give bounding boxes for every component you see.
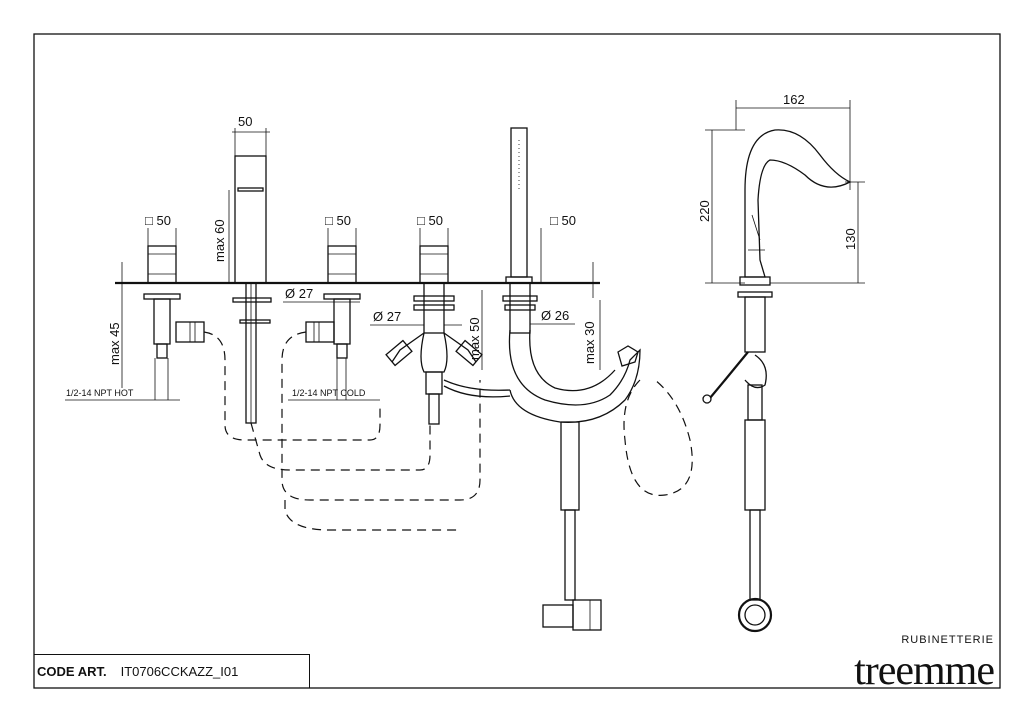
brand-name: treemme	[854, 648, 995, 694]
dim-max45: max 45	[107, 322, 122, 365]
dim-spout-max: max 60	[212, 219, 227, 262]
hand-shower	[502, 127, 641, 631]
dim-shower-size: □ 50	[550, 213, 576, 228]
dim-handle-cold-size: □ 50	[325, 213, 351, 228]
dim-max50: max 50	[467, 317, 482, 360]
hot-hose	[203, 331, 381, 441]
dim-diverter-size: □ 50	[417, 213, 443, 228]
dim-hole-27-b: Ø 27	[373, 309, 401, 324]
drawing-frame	[33, 33, 1001, 689]
dim-max30: max 30	[582, 321, 597, 364]
note-npt-hot: 1/2-14 NPT HOT	[66, 388, 134, 398]
code-article-value: IT0706CCKAZZ_I01	[120, 664, 239, 679]
dim-side-spout-height: 130	[843, 228, 858, 250]
brand-subtitle: RUBINETTERIE	[901, 634, 994, 646]
code-article-box: CODE ART. IT0706CCKAZZ_I01	[34, 654, 310, 688]
spout-hose	[250, 422, 431, 471]
dimension-lines	[65, 100, 865, 401]
diverter-valve	[385, 245, 511, 425]
shower-hose	[623, 379, 693, 496]
code-article-label: CODE ART.	[37, 664, 107, 679]
brand-logo: RUBINETTERIE treemme	[854, 634, 995, 695]
cold-hose	[281, 331, 481, 501]
dim-side-height: 220	[697, 200, 712, 222]
dim-spout-width: 50	[238, 114, 252, 129]
side-view	[702, 129, 852, 633]
dim-hole-27-a: Ø 27	[285, 286, 313, 301]
dim-side-width: 162	[783, 92, 805, 107]
note-npt-cold: 1/2-14 NPT COLD	[292, 388, 366, 398]
spout	[232, 155, 272, 424]
cold-valve-handle	[305, 245, 361, 359]
hot-valve-handle	[143, 245, 205, 359]
dim-handle-hot-size: □ 50	[145, 213, 171, 228]
dim-hole-26: Ø 26	[541, 308, 569, 323]
